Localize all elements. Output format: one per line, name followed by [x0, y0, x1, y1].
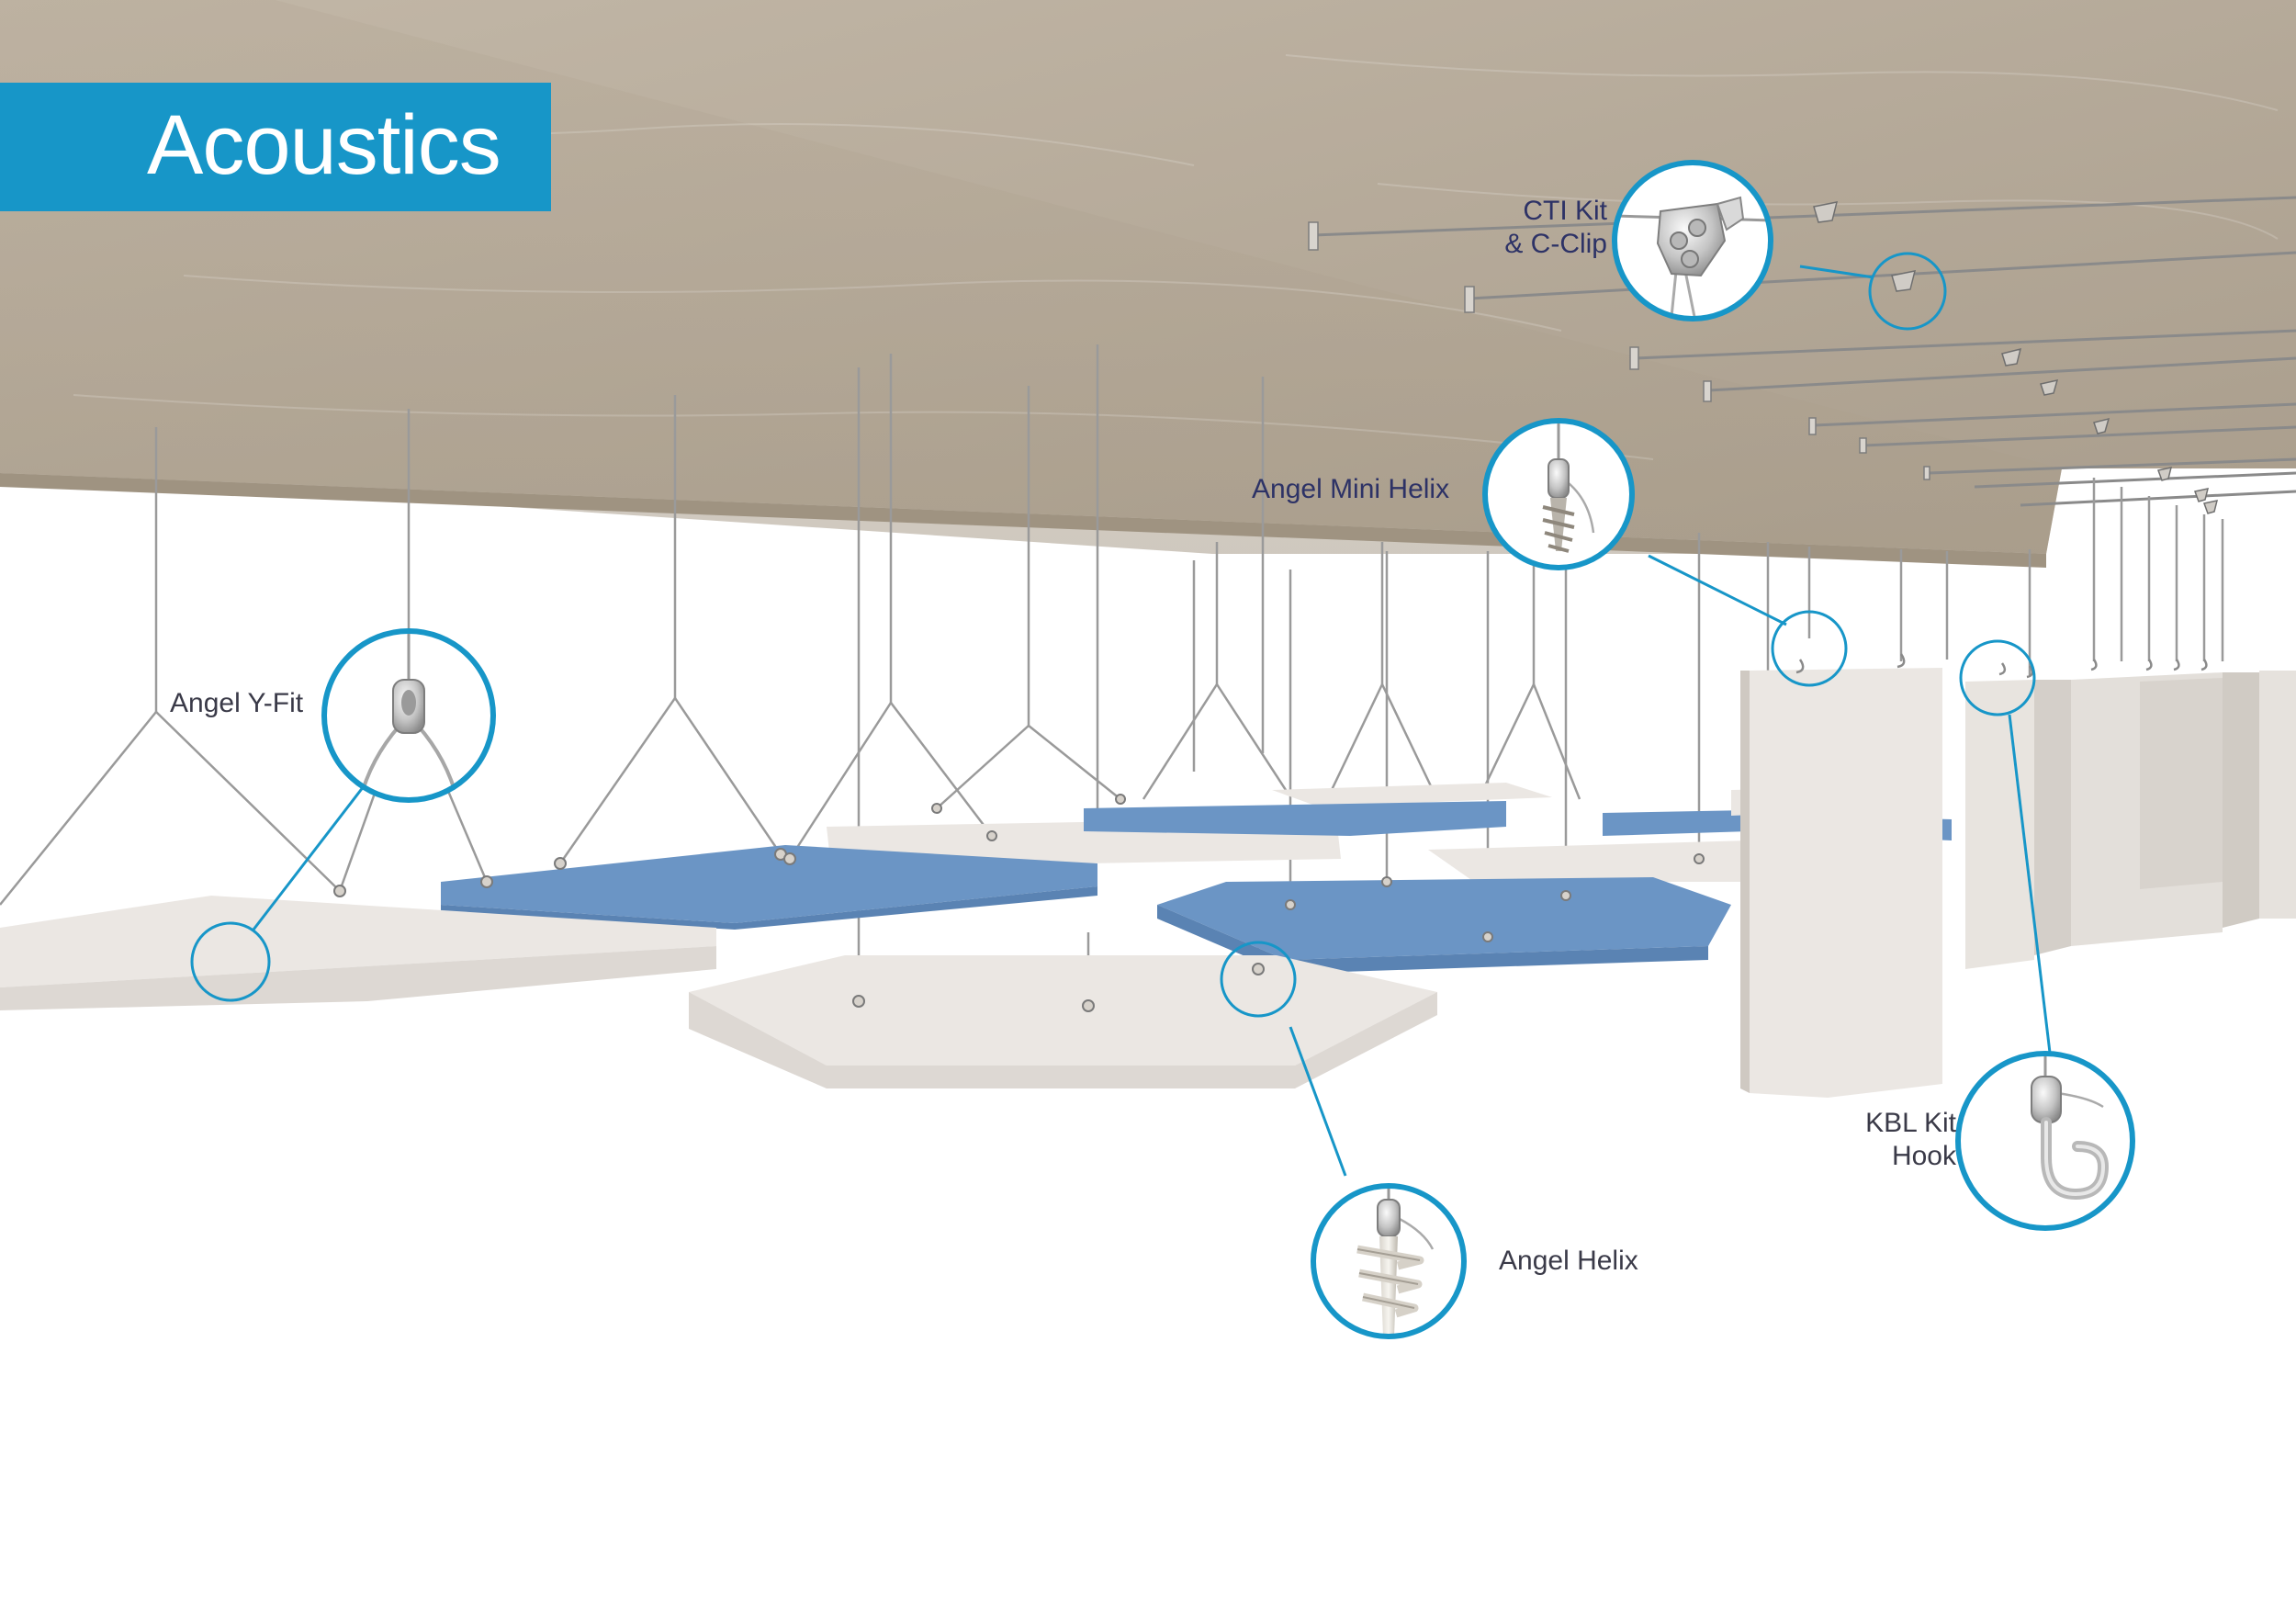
label-line: KBL Kit [1865, 1108, 1956, 1138]
detail-ring-cti [1868, 252, 1947, 331]
detail-ring-kbl [1959, 639, 2036, 716]
detail-rings [190, 252, 2036, 1018]
baffle [1965, 680, 2034, 969]
baffle [2223, 672, 2259, 928]
raft-white-large [0, 896, 716, 987]
title-banner: Acoustics [0, 83, 551, 211]
baffle [2259, 671, 2296, 919]
cti-wall-plates [1308, 221, 1930, 480]
leader-lines [252, 265, 2052, 1177]
raft-blue [1084, 801, 1506, 836]
label-angel-helix: Angel Helix [1499, 1246, 1638, 1276]
callout-angel-helix [1311, 1183, 1467, 1339]
mini-helix-icon [1542, 421, 1595, 553]
ceiling-rafts [0, 783, 1952, 1088]
label-kbl-kit: KBL Kit Hook [1828, 1107, 1956, 1173]
label-cti-kit: CTI Kit & C-Clip [1479, 195, 1607, 261]
raft-blue [441, 845, 1097, 923]
detail-ring-mini-helix [1771, 610, 1848, 687]
callout-angel-y-fit [321, 628, 496, 803]
baffle-hooks [1795, 653, 2208, 679]
label-angel-mini-helix: Angel Mini Helix [1252, 474, 1450, 504]
vertical-baffles [1740, 668, 2296, 1098]
callout-cti-kit [1612, 160, 1773, 321]
callout-kbl-kit [1955, 1051, 2135, 1231]
raft-fixings [333, 794, 1705, 1012]
helix-anchor-icon [1356, 1186, 1435, 1336]
raft-white [1428, 840, 1750, 882]
baffle [2140, 678, 2223, 889]
cti-cable-runs [1312, 196, 2296, 507]
baffle [2034, 680, 2071, 955]
raft-blue [1603, 810, 1750, 836]
label-line: & C-Clip [1504, 229, 1607, 259]
detail-ring-y-fit [190, 921, 271, 1002]
label-angel-y-fit: Angel Y-Fit [170, 688, 304, 718]
detail-ring-helix [1220, 941, 1297, 1018]
page-title: Acoustics [147, 98, 501, 192]
label-line: CTI Kit [1523, 196, 1607, 226]
baffle-large [1750, 668, 1942, 1098]
snap-hook-icon [2031, 1054, 2110, 1201]
label-line: Hook [1891, 1141, 1956, 1171]
raft-white-hexagon [689, 955, 1437, 1066]
callout-angel-mini-helix [1482, 418, 1635, 570]
c-clip-icon [1615, 196, 1771, 318]
raft-white [1272, 783, 1552, 806]
raft-blue-hexagon [1157, 877, 1731, 960]
c-clip-fittings [1813, 201, 2219, 514]
